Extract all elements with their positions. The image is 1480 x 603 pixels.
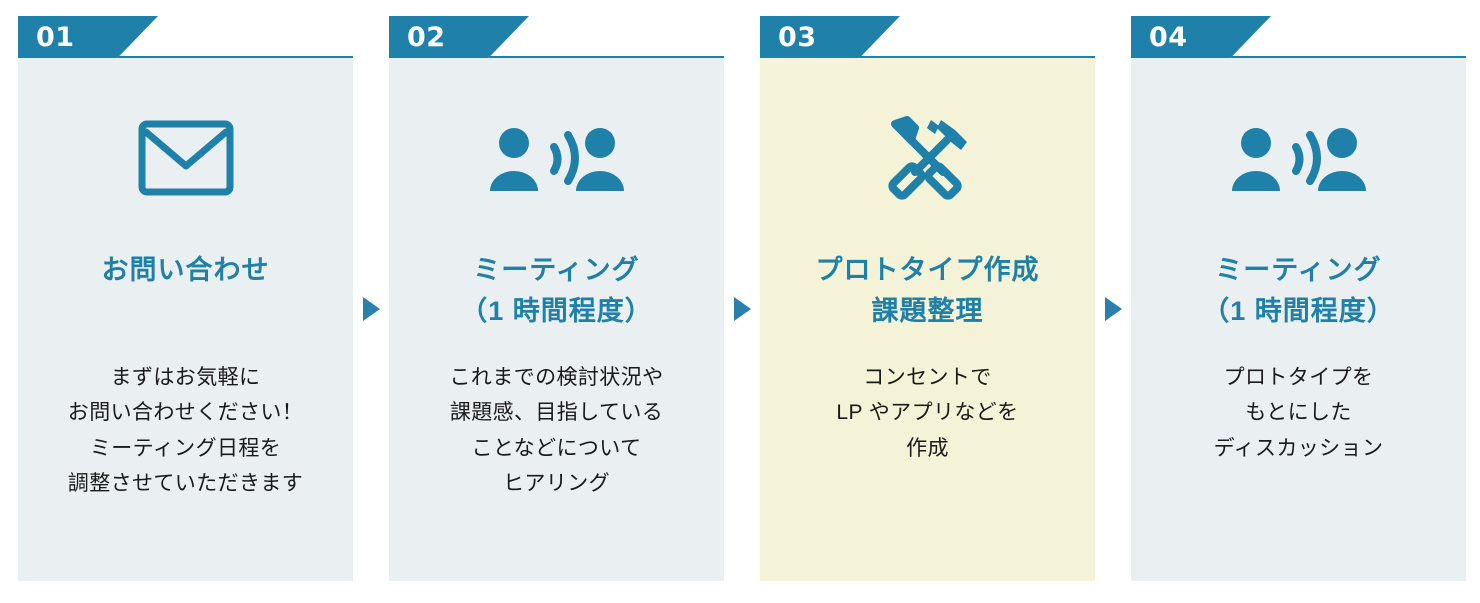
arrow-right-icon (362, 296, 380, 321)
step-description-line: 作成 (906, 436, 949, 460)
arrow-step-1-to-2 (353, 16, 389, 581)
step-number-tab: 02 (389, 16, 529, 58)
step-description: コンセントで LP やアプリなどを作成 (774, 360, 1081, 466)
step-description: プロトタイプをもとにしたディスカッション (1145, 360, 1452, 466)
step-description-line: これまでの検討状況や (449, 366, 664, 389)
arrow-step-3-to-4 (1095, 16, 1131, 581)
step-number-tab: 03 (760, 16, 900, 58)
step-description-line: 課題感、目指している (449, 401, 664, 425)
step-description-line: 調整させていただきます (67, 471, 304, 495)
step-description-line: ことなどについて (471, 436, 642, 460)
step-card: お問い合わせまずはお気軽にお問い合わせください！ ミーティング日程を調整させていた… (18, 58, 353, 581)
meeting-people-talking-icon (1231, 128, 1366, 191)
step-description-line: ディスカッション (1213, 436, 1384, 460)
process-step-01: 01 お問い合わせまずはお気軽にお問い合わせください！ ミーティング日程を調整させて… (18, 16, 353, 581)
step-top-rule (489, 56, 724, 58)
step-card: プロトタイプ作成課題整理コンセントで LP やアプリなどを作成 (760, 58, 1095, 581)
step-title: ミーティング （1 時間程度） (403, 250, 710, 334)
step-header: 02 (389, 16, 724, 58)
step-number: 01 (36, 21, 75, 53)
step-title: ミーティング （1 時間程度） (1145, 250, 1452, 334)
arrow-right-icon (733, 296, 751, 321)
step-header: 03 (760, 16, 1095, 58)
step-top-rule (118, 56, 353, 58)
step-description-line: LP やアプリなどを (836, 401, 1019, 425)
step-description-line: ミーティング日程を (89, 436, 282, 460)
arrow-right-icon (1104, 296, 1122, 321)
step-title-line: 課題整理 (871, 296, 984, 327)
process-step-03: 03 プロトタイプ作成課題整理コンセントで LP やアプリなどを作成 (760, 16, 1095, 581)
step-card: ミーティング （1 時間程度） これまでの検討状況や課題感、目指していることなどにつ… (389, 58, 724, 581)
step-icon-container (1145, 98, 1452, 218)
step-top-rule (1231, 56, 1466, 58)
process-step-04: 04 ミーティング （1 時間程度） プロトタイプをもとにしたディスカッション (1131, 16, 1466, 581)
step-top-rule (860, 56, 1095, 58)
step-header: 04 (1131, 16, 1466, 58)
envelope-icon (138, 120, 233, 196)
step-title-line: （1 時間程度） (460, 296, 653, 327)
step-description: まずはお気軽にお問い合わせください！ ミーティング日程を調整させていただきます (32, 360, 339, 501)
step-number: 02 (407, 21, 446, 53)
step-number-tab: 01 (18, 16, 158, 58)
step-number: 04 (1149, 21, 1188, 53)
step-description-line: ヒアリング (503, 471, 610, 495)
step-number-tab: 04 (1131, 16, 1271, 58)
step-number: 03 (778, 21, 817, 53)
step-description: これまでの検討状況や課題感、目指していることなどについてヒアリング (403, 360, 710, 501)
step-title-line: お問い合わせ (101, 255, 270, 285)
step-icon-container (403, 98, 710, 218)
step-title-line: ミーティング (473, 255, 640, 285)
step-title-line: （1 時間程度） (1202, 296, 1395, 327)
step-description-line: まずはお気軽に (110, 366, 261, 389)
step-icon-container (32, 98, 339, 218)
step-icon-container (774, 98, 1081, 218)
step-description-line: もとにした (1245, 401, 1352, 425)
step-title: お問い合わせ (32, 250, 339, 334)
meeting-people-talking-icon (489, 128, 624, 191)
step-title-line: プロトタイプ作成 (815, 255, 1040, 285)
step-title-line: ミーティング (1215, 255, 1382, 285)
step-title: プロトタイプ作成課題整理 (774, 250, 1081, 334)
tools-hammer-screwdriver-icon (887, 116, 967, 200)
arrow-step-2-to-3 (724, 16, 760, 581)
step-header: 01 (18, 16, 353, 58)
step-description-line: お問い合わせください！ (67, 401, 304, 425)
step-description-line: コンセントで (863, 366, 992, 389)
process-step-02: 02 ミーティング （1 時間程度） これまでの検討状況や課題感、目指していることなど… (389, 16, 724, 581)
step-description-line: プロトタイプを (1223, 366, 1374, 389)
step-card: ミーティング （1 時間程度） プロトタイプをもとにしたディスカッション (1131, 58, 1466, 581)
